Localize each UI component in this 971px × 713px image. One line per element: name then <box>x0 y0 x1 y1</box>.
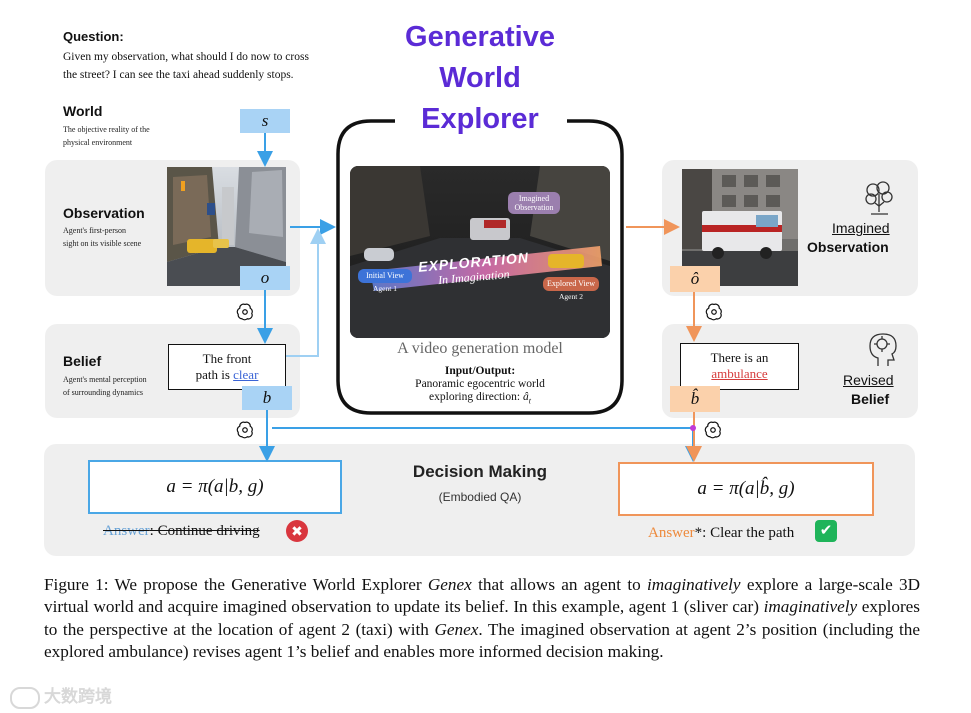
observation-desc-1: Agent's first-person <box>63 226 126 235</box>
caption-part4: explores to the perspective at the locat… <box>44 597 920 639</box>
belief-text-box: The front path is clear <box>168 344 286 390</box>
imagined-observation-tag: Imagined Observation <box>508 192 560 214</box>
model-subtitle: A video generation model <box>397 340 563 357</box>
answer-right: Answer*: Clear the path <box>648 525 794 542</box>
agent2-label: Agent 2 <box>559 292 583 301</box>
question-line2: the street? I can see the taxi ahead sud… <box>63 69 294 81</box>
watermark-text: 大数跨境 <box>44 687 112 706</box>
caption-em3: imaginatively <box>763 597 858 617</box>
imagined-label-top: Imagined <box>832 220 890 236</box>
wrong-icon: ✖ <box>286 520 308 542</box>
imagined-label-bottom: Observation <box>807 239 889 255</box>
tree-icon <box>865 181 893 215</box>
decision-subtitle: (Embodied QA) <box>438 490 522 504</box>
decision-title: Decision Making <box>412 462 548 481</box>
belief-clear-highlight: clear <box>233 367 259 382</box>
answer-right-star: * <box>694 525 703 541</box>
belief-desc-1: Agent's mental perception <box>63 375 147 384</box>
formula-right-box: a = π(a|b̂, g) <box>618 462 874 516</box>
formula-left-box: a = π(a|b, g) <box>88 460 342 514</box>
model-frame <box>336 119 624 415</box>
watermark: 大数跨境 <box>10 682 112 709</box>
answer-left: Answer: Continue driving <box>103 523 260 540</box>
caption-em1: Genex <box>427 575 472 594</box>
figure-caption: Figure 1: We propose the Generative Worl… <box>44 574 920 664</box>
revised-belief-text-box: There is an ambulance <box>680 343 799 390</box>
answer-right-text: : Clear the path <box>702 525 795 541</box>
caption-part5: . The imagined observation at agent 2’s … <box>44 619 920 662</box>
model-io-line2: exploring direction: ât <box>429 391 531 406</box>
caption-part2: that allows an agent to <box>471 575 647 594</box>
caption-em4: Genex <box>434 619 479 639</box>
world-state-var: s <box>240 109 290 133</box>
revised-belief-ambulance-highlight: ambulance <box>711 366 768 381</box>
imagined-observation-var: ô <box>670 266 720 292</box>
revised-belief-line1: There is an <box>710 350 769 365</box>
title-line2: World <box>439 62 521 94</box>
correct-icon: ✔ <box>815 520 837 542</box>
llm-icon-imagined <box>705 303 722 321</box>
llm-icon-revised <box>704 421 721 439</box>
answer-left-text: : Continue driving <box>149 523 260 539</box>
revised-belief-var: b̂ <box>670 386 720 412</box>
question-label: Question: <box>63 29 124 44</box>
initial-view-tag: Initial View <box>358 269 412 283</box>
belief-desc-2: of surrounding dynamics <box>63 388 143 397</box>
llm-icon-belief <box>236 421 253 439</box>
belief-text-line1: The front <box>202 351 252 366</box>
title-line3: Explorer <box>421 103 539 135</box>
world-label: World <box>63 103 103 119</box>
question-line1: Given my observation, what should I do n… <box>63 51 309 63</box>
revised-label-top: Revised <box>843 372 894 388</box>
agent1-label: Agent 1 <box>373 284 397 293</box>
observation-label: Observation <box>63 205 145 221</box>
formula-right: a = π(a|b̂, g) <box>697 478 795 499</box>
title-line1: Generative <box>405 21 555 53</box>
belief-text-line2: path is clear <box>169 367 285 383</box>
observation-var: o <box>240 266 290 290</box>
revised-label-bottom: Belief <box>851 391 890 407</box>
observation-desc-2: sight on its visible scene <box>63 239 142 248</box>
caption-part1: Figure 1: We propose the Generative Worl… <box>44 575 428 594</box>
answer-right-label: Answer <box>648 525 695 541</box>
world-desc-1: The objective reality of the <box>63 125 150 134</box>
belief-label: Belief <box>63 353 102 369</box>
watermark-logo-icon <box>10 686 40 709</box>
llm-icon-observation <box>236 303 253 321</box>
belief-text-prefix: path is <box>195 367 234 382</box>
belief-var: b <box>242 386 292 410</box>
street-scene-image <box>167 167 286 286</box>
caption-em2: imaginatively <box>646 575 741 594</box>
explored-view-tag: Explored View <box>543 277 599 291</box>
model-io-line2-text: exploring direction: <box>429 391 521 403</box>
caption-part3: explore a large-scale 3D virtual world a… <box>44 575 920 617</box>
world-desc-2: physical environment <box>63 138 133 147</box>
head-brain-icon <box>869 333 897 366</box>
model-io-line1: Panoramic egocentric world <box>415 378 545 390</box>
exploration-scene-image <box>350 166 610 338</box>
model-io-label: Input/Output: <box>444 365 516 377</box>
formula-left: a = π(a|b, g) <box>166 476 264 497</box>
answer-left-label: Answer <box>103 523 150 539</box>
